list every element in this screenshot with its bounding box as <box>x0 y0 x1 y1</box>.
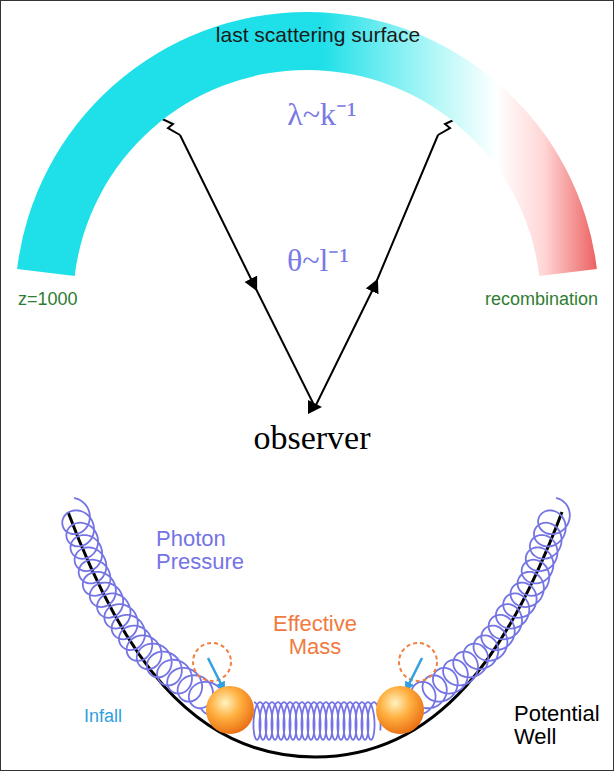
photon-coil <box>253 702 380 740</box>
ghost-mass <box>399 643 437 681</box>
angle-label: θ~l⁻¹ <box>287 244 349 278</box>
mass-ball <box>206 686 254 734</box>
epoch-label: recombination <box>485 290 598 309</box>
band-label: last scattering surface <box>216 24 420 46</box>
mass-ball <box>376 686 424 734</box>
potential-well-label: Potential Well <box>514 702 604 748</box>
photon-pressure-label: Photon Pressure <box>156 527 266 573</box>
sight-lines <box>180 135 438 407</box>
band-fill <box>17 12 597 276</box>
photon-coil <box>403 498 570 715</box>
infall-label: Infall <box>84 707 122 726</box>
observer-label: observer <box>253 420 370 456</box>
infall-arrow <box>406 658 422 690</box>
ghost-mass <box>193 643 231 681</box>
redshift-label: z=1000 <box>18 290 78 309</box>
infall-arrow <box>208 658 224 690</box>
effective-mass-label: Effective Mass <box>260 612 370 658</box>
wavelength-label: λ~k⁻¹ <box>287 98 356 132</box>
photon-springs <box>62 498 570 740</box>
